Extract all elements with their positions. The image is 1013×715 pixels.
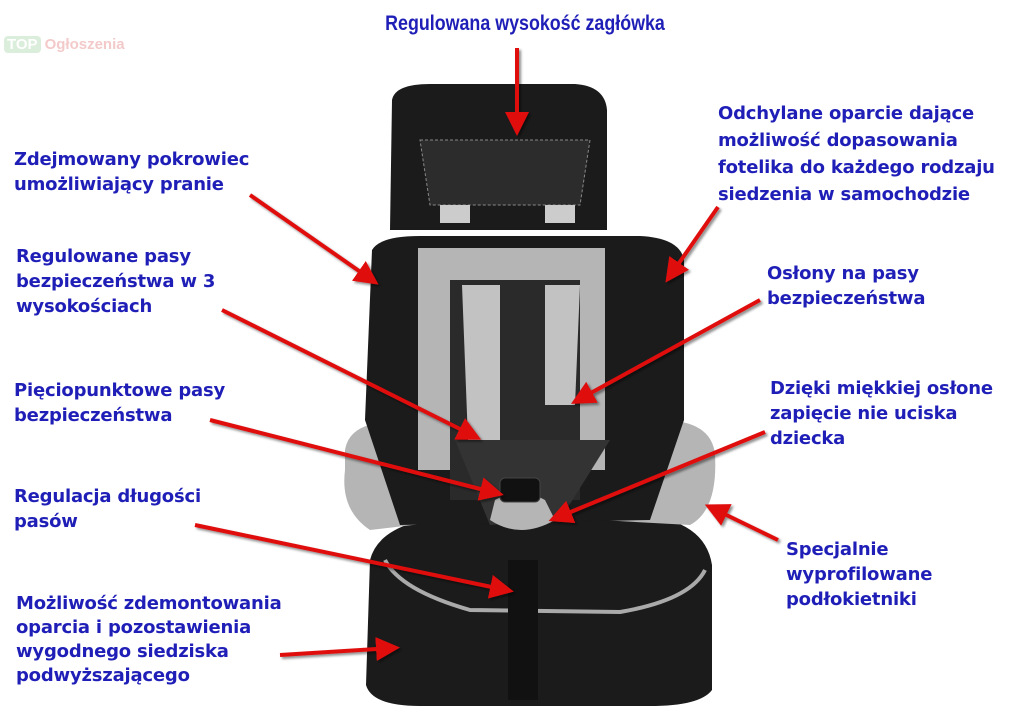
label-line: oparcia i pozostawienia (16, 617, 252, 638)
label-line: pasów (14, 511, 78, 532)
label-line: bezpieczeństwa w 3 (16, 271, 216, 292)
label-line: Możliwość zdemontowania (16, 593, 282, 614)
arrows (194, 48, 779, 661)
headrest-title: Regulowana wysokość zagłówka (385, 12, 665, 35)
label-cover: Zdejmowany pokrowiec umożliwiający pranie (14, 147, 249, 197)
label-line: możliwość dopasowania (718, 130, 958, 151)
arrow-armrests (704, 504, 779, 542)
label-line: Dzięki miękkiej osłone (770, 378, 993, 399)
label-removable-back: Możliwość zdemontowania oparcia i pozosta… (16, 592, 282, 688)
arrow-belt-heights (221, 308, 482, 440)
watermark-name: Ogłoszenia (44, 36, 125, 53)
label-reclining: Odchylane oparcie dające możliwość dopaso… (718, 100, 995, 208)
label-belt-length: Regulacja długości pasów (14, 484, 201, 534)
seat (344, 84, 716, 706)
arrow-reclining (665, 205, 720, 283)
arrow-five-point (209, 418, 504, 501)
label-line: dziecka (770, 428, 846, 449)
label-line: Regulowane pasy (16, 246, 191, 267)
label-line: Regulacja długości (14, 486, 201, 507)
arrow-belt-covers (570, 298, 761, 404)
label-line: Osłony na pasy (767, 263, 919, 284)
label-line: Odchylane oparcie dające (718, 103, 975, 124)
arrow-removable-back (279, 637, 400, 661)
label-line: wyprofilowane (786, 564, 933, 585)
label-line: wygodnego siedziska (16, 641, 229, 662)
label-line: Specjalnie (786, 539, 889, 560)
label-line: zapięcie nie uciska (770, 403, 958, 424)
label-belt-covers: Osłony na pasy bezpieczeństwa (767, 261, 925, 311)
label-five-point: Pięciopunktowe pasy bezpieczeństwa (14, 378, 225, 428)
label-line: podłokietniki (786, 589, 917, 610)
label-line: bezpieczeństwa (767, 288, 926, 309)
label-line: wysokościach (16, 296, 153, 317)
label-line: Pięciopunktowe pasy (14, 380, 226, 401)
arrow-soft-cover (548, 430, 766, 524)
arrow-belt-length (194, 523, 514, 599)
label-line: bezpieczeństwa (14, 405, 173, 426)
label-belt-heights: Regulowane pasy bezpieczeństwa w 3 wysokoś… (16, 244, 215, 319)
label-armrests: Specjalnie wyprofilowane podłokietniki (786, 537, 932, 612)
watermark-top: TOP (4, 36, 41, 53)
label-line: fotelika do każdego rodzaju (718, 157, 995, 178)
label-line: siedzenia w samochodzie (718, 184, 970, 205)
arrow-cover (248, 193, 379, 285)
label-line: umożliwiający pranie (14, 174, 224, 195)
label-line: podwyższającego (16, 665, 190, 686)
label-soft-cover: Dzięki miękkiej osłone zapięcie nie ucisk… (770, 376, 993, 451)
label-line: Zdejmowany pokrowiec (14, 149, 250, 170)
